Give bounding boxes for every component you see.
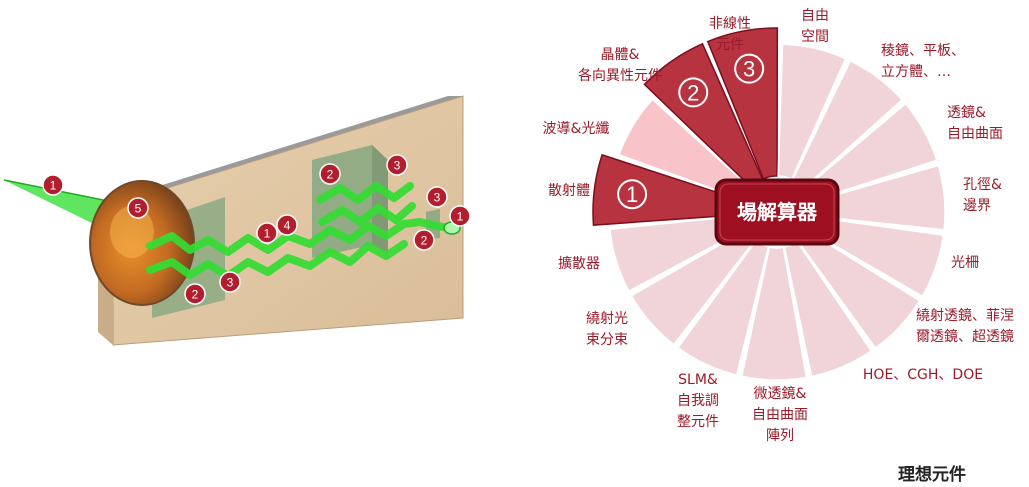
marker-badge: 1 bbox=[449, 205, 471, 227]
segment-label: 非線性元件 bbox=[709, 16, 751, 53]
marker-badge: 2 bbox=[413, 229, 435, 251]
sector-badge-number: 3 bbox=[743, 57, 755, 82]
svg-text:5: 5 bbox=[135, 202, 142, 216]
caption: 理想元件 bbox=[898, 464, 966, 485]
marker-badge: 4 bbox=[276, 214, 298, 236]
field-solver-wheel: 1 2 3 bbox=[592, 27, 946, 381]
marker-badge: 2 bbox=[319, 163, 341, 185]
marker-badge: 3 bbox=[386, 154, 408, 176]
beam-paths bbox=[146, 182, 456, 280]
sector-badge bbox=[734, 53, 765, 84]
segment-label: 稜鏡、平板、立方體、… bbox=[881, 43, 965, 80]
marker-badge: 2 bbox=[184, 283, 206, 305]
svg-text:4: 4 bbox=[284, 219, 291, 233]
segment-label: HOE、CGH、DOE bbox=[863, 367, 983, 383]
sector-badge bbox=[617, 179, 648, 210]
svg-text:3: 3 bbox=[394, 159, 401, 173]
segment-label: 繞射光束分束 bbox=[586, 311, 628, 348]
board-edge bbox=[98, 96, 463, 205]
svg-text:2: 2 bbox=[421, 234, 428, 248]
segment-label: 擴散器 bbox=[558, 255, 600, 272]
svg-text:1: 1 bbox=[50, 179, 57, 193]
wheel-sector bbox=[777, 43, 847, 181]
wheel-sector bbox=[706, 27, 779, 180]
segment-label: 光柵 bbox=[951, 255, 979, 271]
segment-label: 自由空間 bbox=[801, 8, 829, 45]
svg-text:1: 1 bbox=[457, 210, 464, 224]
svg-text:2: 2 bbox=[327, 168, 334, 182]
svg-text:3: 3 bbox=[434, 191, 441, 205]
segment-label: 孔徑&邊界 bbox=[963, 177, 1002, 214]
marker-badge: 5 bbox=[127, 197, 149, 219]
optical-bench-illustration: 1 5 2 3 1 4 2 3 3 2 1 bbox=[3, 95, 471, 346]
marker-badge: 3 bbox=[219, 271, 241, 293]
hub-label: 場解算器 bbox=[737, 200, 818, 224]
segment-label: 繞射透鏡、菲涅爾透鏡、超透鏡 bbox=[916, 308, 1014, 345]
sector-badge-number: 2 bbox=[687, 80, 699, 105]
wheel-sector bbox=[740, 246, 808, 381]
segment-label: SLM&自我調整元件 bbox=[677, 372, 719, 430]
field-solver-hub: 場解算器 bbox=[714, 178, 840, 246]
sector-badge-number: 1 bbox=[626, 182, 638, 207]
marker-badge: 1 bbox=[42, 174, 64, 196]
segment-label: 透鏡&自由曲面 bbox=[947, 105, 1003, 142]
optics-markers: 1 5 2 3 1 4 2 3 3 2 1 bbox=[42, 154, 471, 305]
segment-label: 微透鏡&自由曲面陣列 bbox=[752, 386, 808, 444]
segment-label: 波導&光纖 bbox=[543, 121, 610, 137]
svg-text:2: 2 bbox=[192, 288, 199, 302]
marker-badge: 3 bbox=[426, 186, 448, 208]
wheel-labels: 自由空間 稜鏡、平板、立方體、… 透鏡&自由曲面 孔徑&邊界 光柵 繞射透鏡、菲… bbox=[543, 8, 1014, 444]
sector-badge bbox=[678, 77, 709, 108]
marker-badge: 1 bbox=[256, 222, 278, 244]
svg-text:3: 3 bbox=[227, 276, 234, 290]
svg-text:1: 1 bbox=[264, 227, 271, 241]
segment-label: 散射體 bbox=[548, 183, 590, 199]
segment-label: 晶體&各向異性元件 bbox=[578, 47, 662, 84]
